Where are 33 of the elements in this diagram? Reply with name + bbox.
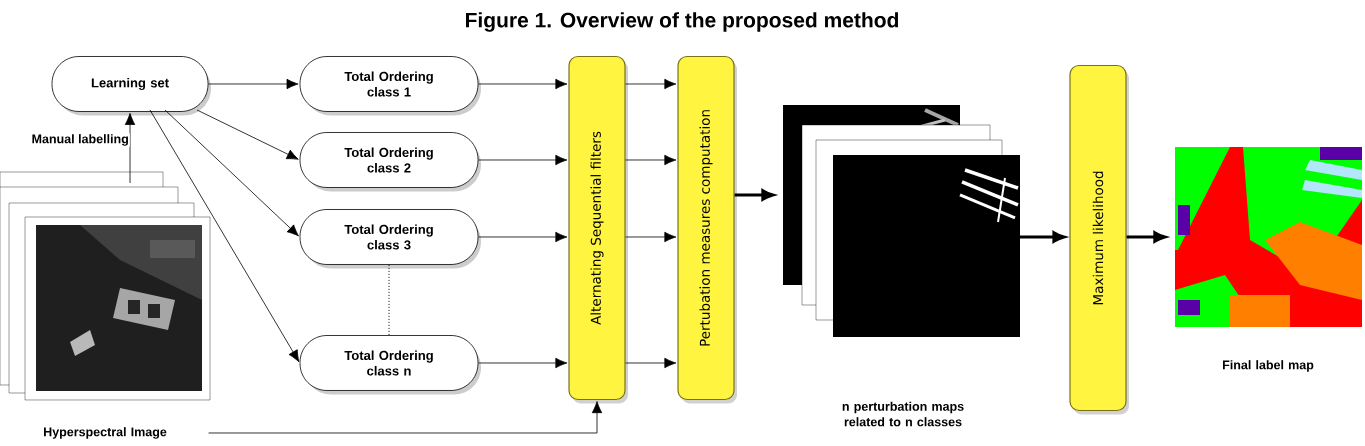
edge-label: Manual labelling <box>30 133 130 147</box>
arrow <box>625 154 677 166</box>
arrow <box>1126 231 1167 243</box>
arrow <box>625 78 677 90</box>
arrow <box>1019 231 1066 243</box>
rounded-box: Total Ordering class 3 <box>299 209 479 265</box>
image-label: Hyperspectral Image <box>44 427 167 439</box>
title: Figure 1. Overview of the proposed method <box>466 12 899 32</box>
rounded-box: Learning set <box>51 56 209 112</box>
arrow <box>625 231 677 243</box>
rounded-box: Total Ordering class 1 <box>299 56 479 112</box>
caption: n perturbation maps related to n classes <box>842 401 964 427</box>
arrow <box>208 78 299 90</box>
picture <box>783 105 1020 337</box>
arrow <box>208 401 603 434</box>
rounded-box: Total Ordering class 2 <box>299 132 479 188</box>
arrow <box>196 109 299 160</box>
process-bar: Alternating Sequential filters <box>568 55 626 401</box>
arrow <box>164 109 299 237</box>
process-bar: Pertubation measures computation <box>677 55 735 401</box>
picture <box>0 171 211 401</box>
arrow <box>734 189 775 201</box>
arrow <box>478 154 568 166</box>
image-label: Final label map <box>1223 360 1314 372</box>
rounded-box: Total Ordering class n <box>299 335 479 391</box>
arrow <box>478 231 568 243</box>
arrow <box>149 109 300 363</box>
arrow <box>625 357 677 369</box>
arrow <box>478 357 568 369</box>
picture <box>1175 147 1362 327</box>
arrow <box>478 78 568 90</box>
process-bar: Maximum likelihood <box>1069 64 1127 412</box>
arrow <box>124 112 136 184</box>
